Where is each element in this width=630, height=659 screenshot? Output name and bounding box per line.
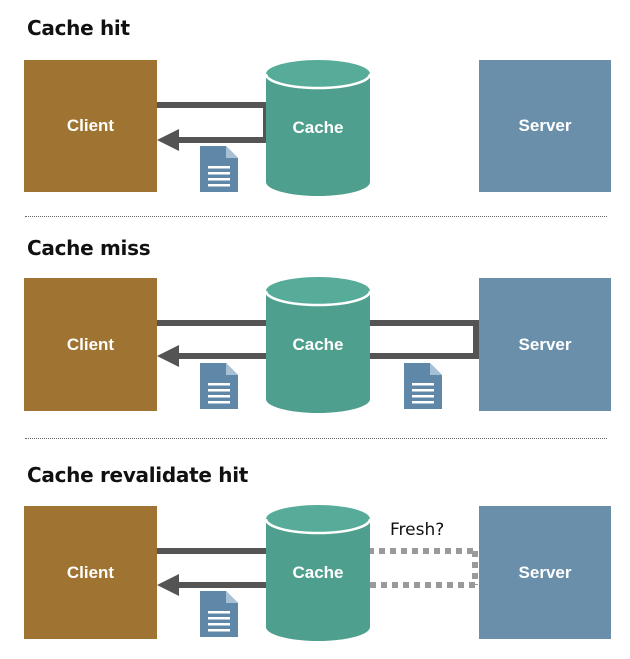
client-label: Client (66, 562, 115, 582)
client-label: Client (66, 334, 115, 354)
server-box: Server (479, 278, 611, 411)
server-label: Server (518, 334, 572, 354)
section-divider (25, 438, 607, 439)
server-box: Server (479, 60, 611, 192)
cache-cylinder: Cache (264, 275, 372, 415)
response-line (178, 582, 268, 588)
section-title-cache-miss: Cache miss (27, 236, 151, 260)
document-icon (200, 363, 238, 409)
arrow-left-icon (157, 129, 179, 151)
cache-label: Cache (292, 563, 344, 582)
request-line (157, 548, 268, 554)
client-box: Client (24, 60, 157, 192)
server-box: Server (479, 506, 611, 639)
client-box: Client (24, 278, 157, 411)
section-title-cache-revalidate-hit: Cache revalidate hit (27, 463, 249, 487)
server-label: Server (518, 562, 572, 582)
cache-label: Cache (292, 118, 344, 137)
section-divider (25, 216, 607, 217)
response-connector (473, 320, 479, 359)
client-box: Client (24, 506, 157, 639)
arrow-left-icon (157, 345, 179, 367)
client-label: Client (66, 116, 115, 135)
request-line (157, 102, 268, 108)
cache-cylinder: Cache (264, 503, 372, 643)
revalidate-dotted-line (368, 548, 478, 588)
cache-cylinder: Cache (264, 58, 372, 198)
document-icon (404, 363, 442, 409)
server-label: Server (518, 116, 572, 135)
response-line (178, 137, 269, 143)
fresh-question-label: Fresh? (390, 520, 445, 540)
section-title-cache-hit: Cache hit (27, 16, 130, 40)
document-icon (200, 591, 238, 637)
document-icon (200, 146, 238, 192)
arrow-left-icon (157, 574, 179, 596)
cache-label: Cache (292, 335, 344, 354)
